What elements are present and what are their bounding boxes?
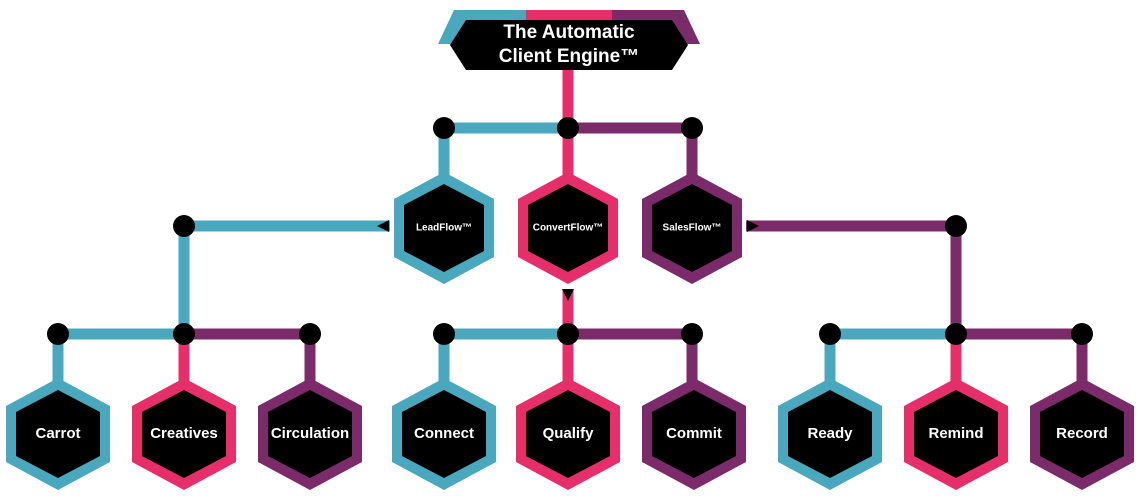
title-line-1: The Automatic bbox=[503, 22, 635, 43]
hex-carrot-inner bbox=[16, 390, 100, 478]
hex-commit: Commit bbox=[642, 378, 746, 490]
hex-salesflow-label: SalesFlow™ bbox=[663, 223, 722, 234]
hex-remind-inner bbox=[914, 390, 998, 478]
hex-ready: Ready bbox=[778, 378, 882, 490]
junction-dot bbox=[819, 323, 841, 345]
convertflow-arrow-icon bbox=[562, 289, 574, 301]
hex-creatives-label: Creatives bbox=[150, 425, 218, 442]
title-banner: The Automatic Client Engine™ bbox=[438, 10, 700, 70]
junction-dot bbox=[945, 215, 967, 237]
leadflow-arrow-icon bbox=[377, 220, 389, 232]
junction-dot bbox=[299, 323, 321, 345]
junction-dot bbox=[681, 323, 703, 345]
junction-dot bbox=[1071, 323, 1093, 345]
hex-leadflow: LeadFlow™ bbox=[394, 172, 494, 284]
hex-connect-inner bbox=[402, 390, 486, 478]
hex-circulation-inner bbox=[268, 390, 352, 478]
hex-record-label: Record bbox=[1056, 425, 1108, 442]
hex-creatives-inner bbox=[142, 390, 226, 478]
hex-record: Record bbox=[1030, 378, 1134, 490]
hex-convertflow: ConvertFlow™ bbox=[518, 172, 618, 284]
hex-creatives: Creatives bbox=[132, 378, 236, 490]
hex-connect-label: Connect bbox=[414, 425, 474, 442]
hex-connect: Connect bbox=[392, 378, 496, 490]
hex-carrot-label: Carrot bbox=[35, 425, 80, 442]
title-line-2: Client Engine™ bbox=[499, 46, 639, 67]
hex-circulation-label: Circulation bbox=[271, 425, 349, 442]
flow-hexagons: LeadFlow™ ConvertFlow™ SalesFlow™ bbox=[394, 172, 742, 284]
junction-dot bbox=[681, 117, 703, 139]
junction-dot bbox=[945, 323, 967, 345]
junction-dot bbox=[557, 117, 579, 139]
title-banner-body bbox=[450, 20, 688, 70]
hex-remind-label: Remind bbox=[928, 425, 983, 442]
hex-carrot: Carrot bbox=[6, 378, 110, 490]
hex-qualify-label: Qualify bbox=[543, 425, 595, 442]
junction-dots bbox=[47, 117, 1093, 345]
hex-circulation: Circulation bbox=[258, 378, 362, 490]
junction-dot bbox=[433, 117, 455, 139]
hex-qualify-inner bbox=[526, 390, 610, 478]
hex-record-inner bbox=[1040, 390, 1124, 478]
hex-commit-inner bbox=[652, 390, 736, 478]
hex-convertflow-inner bbox=[528, 184, 608, 272]
hex-leadflow-inner bbox=[404, 184, 484, 272]
hex-qualify: Qualify bbox=[516, 378, 620, 490]
hex-remind: Remind bbox=[904, 378, 1008, 490]
hex-ready-label: Ready bbox=[807, 425, 853, 442]
junction-dot bbox=[557, 323, 579, 345]
junction-dot bbox=[173, 323, 195, 345]
hex-convertflow-label: ConvertFlow™ bbox=[533, 223, 604, 234]
salesflow-arrow-icon bbox=[747, 220, 759, 232]
hex-commit-label: Commit bbox=[666, 425, 722, 442]
hex-ready-inner bbox=[788, 390, 872, 478]
step-hexagons: Carrot Creatives Circulation Connect Qua bbox=[6, 378, 1134, 490]
hex-leadflow-label: LeadFlow™ bbox=[416, 223, 472, 234]
arrowheads bbox=[377, 220, 759, 301]
hex-salesflow-inner bbox=[652, 184, 732, 272]
junction-dot bbox=[433, 323, 455, 345]
junction-dot bbox=[47, 323, 69, 345]
hex-salesflow: SalesFlow™ bbox=[642, 172, 742, 284]
junction-dot bbox=[173, 215, 195, 237]
